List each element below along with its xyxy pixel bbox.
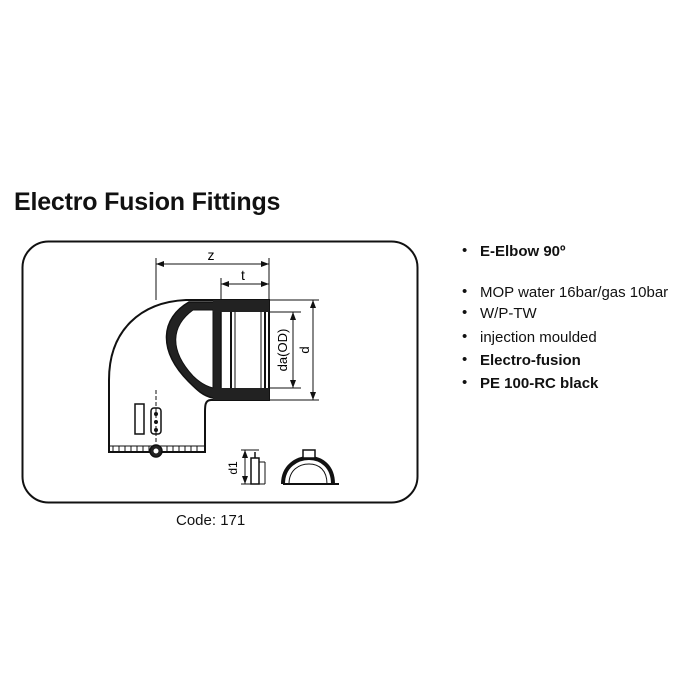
bullet-glyph: •: [462, 351, 468, 368]
dim-d1-label: d1: [226, 461, 240, 475]
spec-text: MOP water 16bar/gas 10bar: [480, 284, 669, 301]
bullet-glyph: •: [462, 374, 468, 391]
bullet-glyph: •: [462, 328, 468, 345]
spec-text: Electro-fusion: [480, 352, 581, 369]
terminal-detail: [250, 452, 266, 485]
spec-text: E-Elbow 90º: [480, 243, 566, 260]
label-plate: [134, 403, 145, 435]
socket-bottom-band: [213, 388, 269, 400]
spec-text: PE 100-RC black: [480, 375, 599, 392]
socket-end-detail: [281, 449, 339, 485]
elbow-inner-highlight: [175, 309, 214, 389]
page-title: Electro Fusion Fittings: [14, 188, 281, 216]
elbow-technical-drawing: z t da(OD) d d1: [21, 240, 419, 504]
bullet-glyph: •: [462, 283, 468, 300]
bullet-glyph: •: [462, 242, 468, 259]
dim-t-label: t: [241, 267, 245, 283]
drawing-frame-border: [21, 240, 419, 504]
product-code: Code: 171: [176, 512, 246, 529]
dim-da-label: da(OD): [275, 329, 290, 372]
socket-top-band: [213, 300, 269, 312]
spec-text: W/P-TW: [480, 305, 537, 322]
bottom-socket-ticks: [112, 446, 198, 452]
spec-text: injection moulded: [480, 329, 597, 346]
bullet-glyph: •: [462, 304, 468, 321]
dim-d-label: d: [297, 346, 312, 353]
dim-z-label: z: [208, 247, 215, 263]
